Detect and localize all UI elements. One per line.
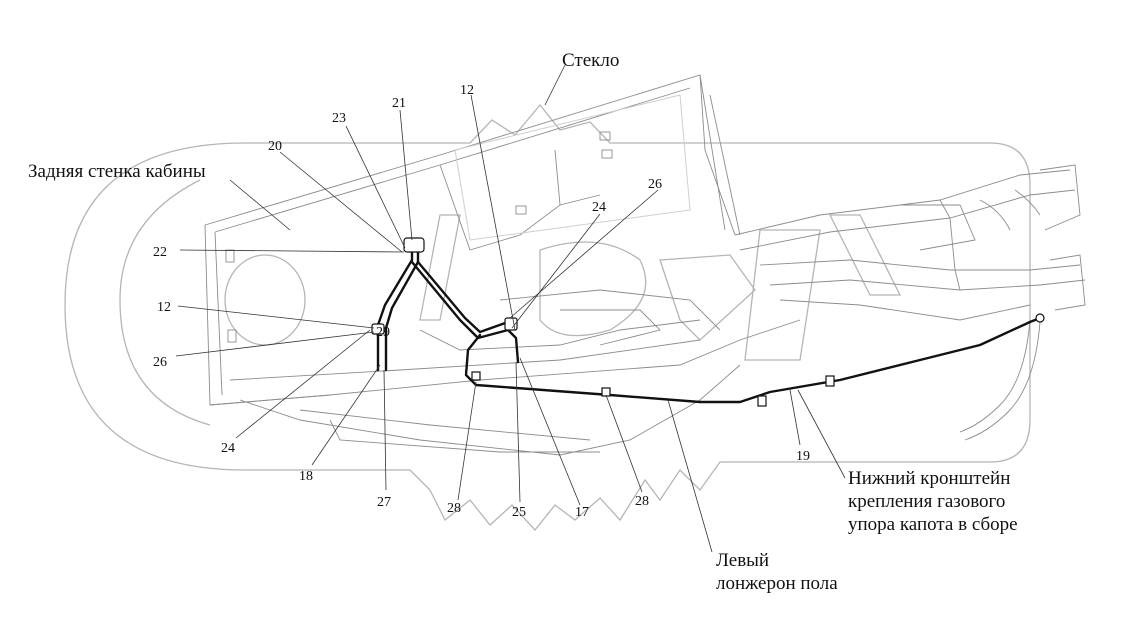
callout-21: 21 [392,96,406,111]
tubing [371,237,1045,407]
leader-lines [175,64,846,553]
callout-25: 25 [512,505,526,520]
watermark [64,103,1031,531]
callout-24-right: 24 [592,200,606,215]
label-left-sill-1: Левый [716,550,769,571]
callout-18: 18 [299,469,313,484]
callout-27: 27 [377,495,391,510]
callout-17: 17 [575,505,589,520]
callout-26-right: 26 [648,177,662,192]
callout-23: 23 [332,111,346,126]
callout-19: 19 [796,449,810,464]
callout-28-left: 28 [447,501,461,516]
callout-12-top: 12 [460,83,474,98]
callout-24-left: 24 [221,441,235,456]
callout-12-left: 12 [157,300,171,315]
label-lower-bracket-2: крепления газового [848,491,1005,512]
callout-22: 22 [153,245,167,260]
label-left-sill-2: лонжерон пола [716,573,838,594]
callout-29: 29 [376,325,390,340]
label-rear-wall: Задняя стенка кабины [28,161,206,182]
callout-20: 20 [268,139,282,154]
callout-26-left: 26 [153,355,167,370]
cab-frame-drawing [204,74,1086,456]
callout-28-right: 28 [635,494,649,509]
label-lower-bracket-1: Нижний кронштейн [848,468,1010,489]
label-lower-bracket-3: упора капота в сборе [848,514,1018,535]
label-glass: Стекло [562,50,619,71]
